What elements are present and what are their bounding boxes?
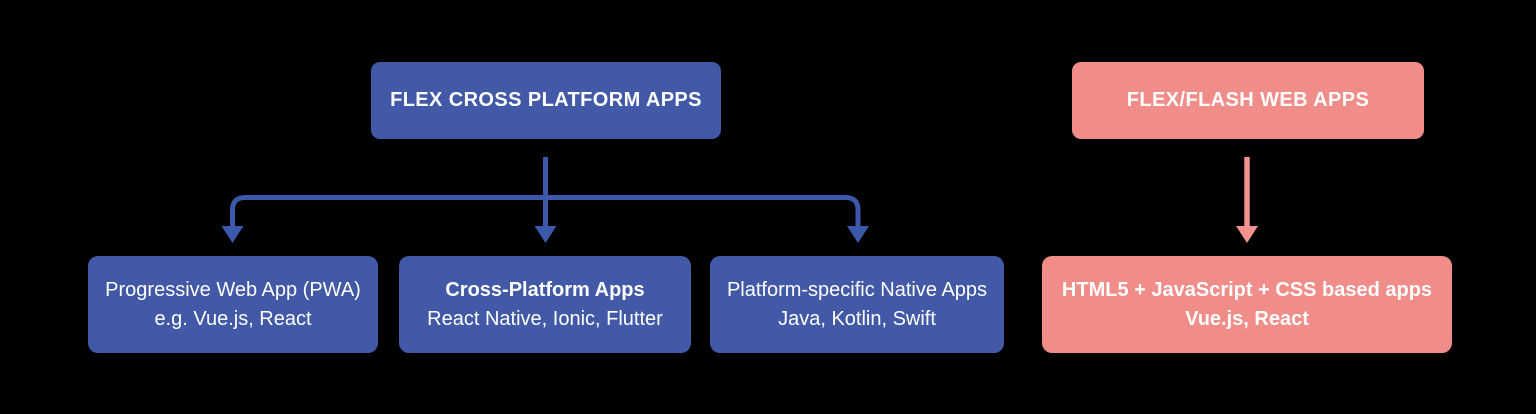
node-title: HTML5 + JavaScript + CSS based apps (1061, 278, 1433, 301)
down-arrowhead-pink (1236, 226, 1258, 243)
down-arrowhead-right (847, 226, 869, 243)
node-platform-specific-native-apps: Platform-specific Native Apps Java, Kotl… (710, 256, 1004, 353)
left-branch-line (230, 195, 861, 227)
node-progressive-web-app: Progressive Web App (PWA) e.g. Vue.js, R… (88, 256, 378, 353)
down-arrowhead-center (534, 226, 557, 243)
node-flex-cross-platform-apps: FLEX CROSS PLATFORM APPS (371, 62, 721, 139)
node-cross-platform-apps: Cross-Platform Apps React Native, Ionic,… (399, 256, 691, 353)
node-subtitle: React Native, Ionic, Flutter (427, 307, 663, 330)
node-subtitle: e.g. Vue.js, React (154, 307, 312, 330)
node-subtitle: Java, Kotlin, Swift (778, 307, 936, 330)
node-label: FLEX/FLASH WEB APPS (1126, 89, 1370, 111)
node-title: Cross-Platform Apps (445, 278, 645, 301)
node-title: Platform-specific Native Apps (726, 278, 988, 301)
node-title: Progressive Web App (PWA) (105, 278, 361, 301)
node-html5-js-css-apps: HTML5 + JavaScript + CSS based apps Vue.… (1042, 256, 1452, 353)
node-flex-flash-web-apps: FLEX/FLASH WEB APPS (1072, 62, 1424, 139)
node-subtitle: Vue.js, React (1185, 307, 1309, 330)
down-arrowhead-left (221, 226, 244, 243)
node-label: FLEX CROSS PLATFORM APPS (390, 89, 702, 111)
